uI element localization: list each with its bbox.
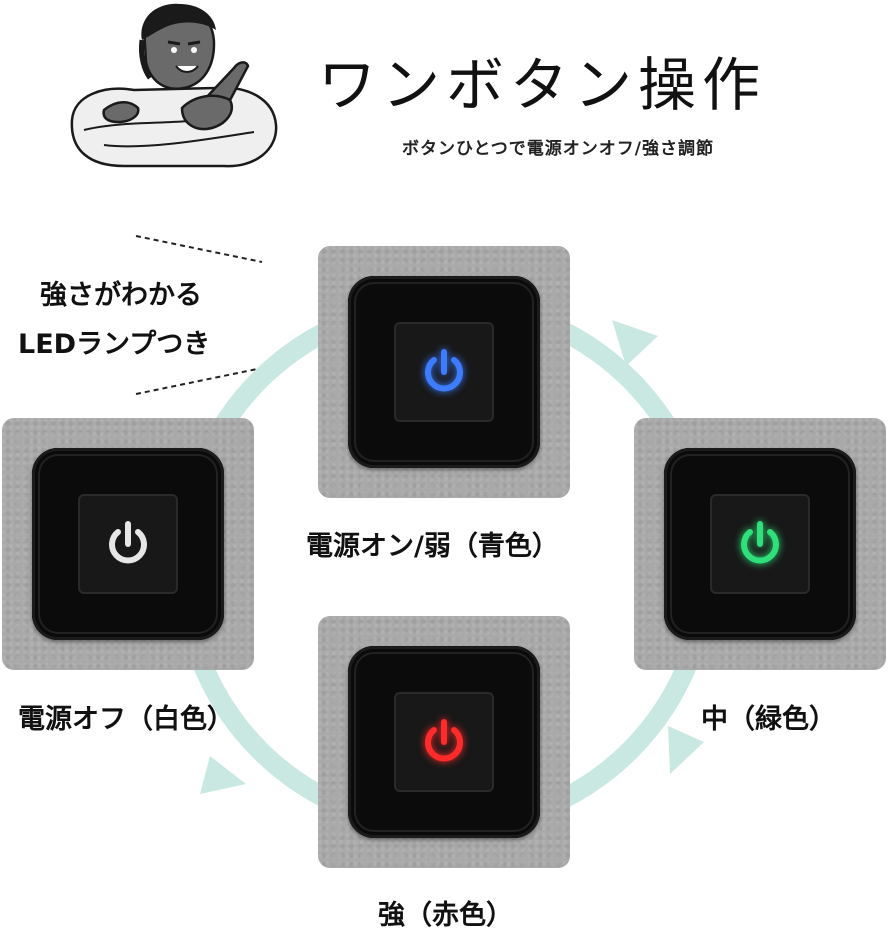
mascot-illustration bbox=[70, 3, 278, 168]
button-pad bbox=[348, 646, 540, 838]
arrow-left-bottom-icon bbox=[200, 756, 246, 794]
page-subtitle: ボタンひとつで電源オンオフ/強さ調節 bbox=[402, 139, 715, 159]
state-label-blue: 電源オン/弱（青色） bbox=[306, 531, 559, 562]
arrow-right-top-icon bbox=[612, 320, 658, 366]
state-label-green: 中（緑色） bbox=[701, 704, 836, 735]
state-label-white: 電源オフ（白色） bbox=[18, 704, 234, 735]
button-panel-white bbox=[2, 418, 254, 670]
led-note-line1: 強さがわかる bbox=[40, 280, 202, 311]
button-pad bbox=[664, 448, 856, 640]
arrow-right-bottom-icon bbox=[668, 726, 704, 774]
led-note-line2: LEDランプつき bbox=[18, 329, 211, 360]
power-button-red[interactable] bbox=[394, 692, 494, 792]
button-pad bbox=[32, 448, 224, 640]
power-button-green[interactable] bbox=[710, 494, 810, 594]
power-icon bbox=[109, 521, 147, 564]
button-panel-red bbox=[318, 616, 570, 868]
power-icon bbox=[741, 521, 779, 564]
page-title: ワンボタン操作 bbox=[318, 51, 767, 119]
power-button-blue[interactable] bbox=[394, 322, 494, 422]
button-panel-blue bbox=[318, 246, 570, 498]
button-pad bbox=[348, 276, 540, 468]
state-label-red: 強（赤色） bbox=[378, 900, 513, 931]
button-panel-green bbox=[634, 418, 886, 670]
power-icon bbox=[425, 719, 463, 762]
power-icon bbox=[425, 349, 463, 392]
power-button-white[interactable] bbox=[78, 494, 178, 594]
